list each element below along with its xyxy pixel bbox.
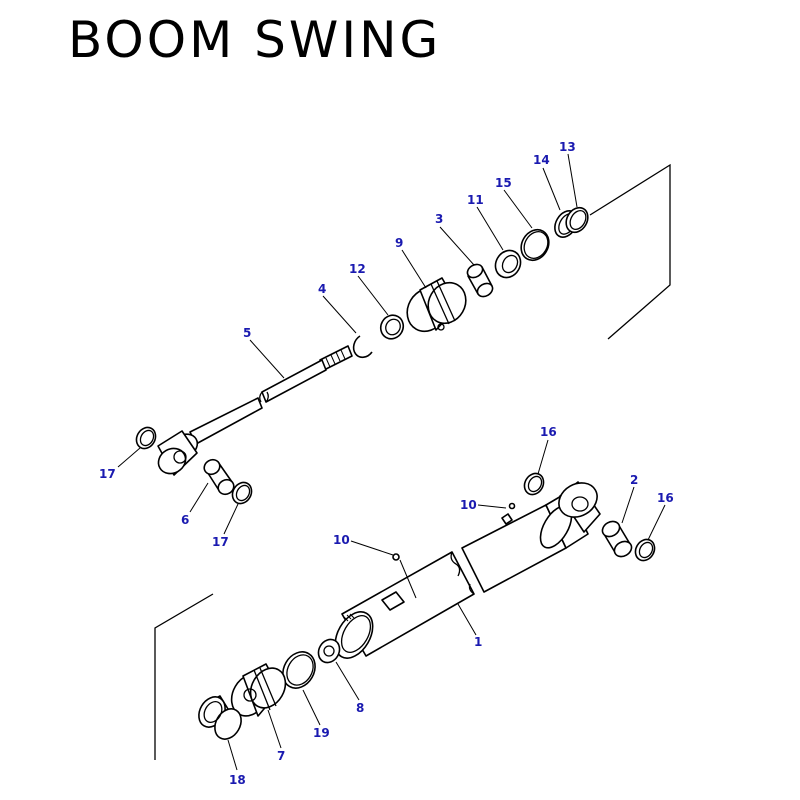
callouts: 13 14 15 11 3 9 12 4 5 16 10 10 2 16 17 … [99,140,674,787]
callout-1: 1 [474,635,482,649]
part-15-o-ring [520,228,550,262]
callout-2: 2 [630,473,638,487]
page-title: BOOM SWING [68,11,442,69]
part-2-bushing [601,520,633,558]
part-7-piston [230,663,287,717]
part-1-cylinder-tube [334,481,601,659]
callout-8: 8 [356,701,364,715]
part-8-nut [317,638,341,664]
callout-12: 12 [349,262,366,276]
part-18-cylinder-head [198,695,242,740]
part-6-bushing [203,458,235,496]
callout-13: 13 [559,140,576,154]
leader-lines [117,153,666,771]
part-13-ring [565,206,589,234]
piston-rod [157,345,353,476]
part-16-ring-top [523,472,545,496]
callout-6: 6 [181,513,189,527]
part-12-ring [379,314,405,340]
callout-5: 5 [243,326,251,340]
callout-7: 7 [277,749,285,763]
part-11-nut [494,249,522,279]
frame-lower [154,593,214,760]
part-16-ring-right [634,538,656,562]
part-10-grease-nipple-left [392,553,400,561]
part-19-ring [282,651,316,689]
callout-16-right: 16 [657,491,674,505]
callout-10-right: 10 [460,498,477,512]
callout-19: 19 [313,726,330,740]
callout-11: 11 [467,193,484,207]
callout-16-top: 16 [540,425,557,439]
frame-upper [589,163,671,340]
callout-10-left: 10 [333,533,350,547]
part-10-grease-nipple-right [508,502,516,510]
part-4-snap-ring [352,335,373,359]
callout-9: 9 [395,236,403,250]
part-3-bushing [466,263,494,298]
callout-3: 3 [435,212,443,226]
part-17-ring-right [231,481,253,505]
callout-18: 18 [229,773,246,787]
callout-15: 15 [495,176,512,190]
part-9-piston [406,277,467,333]
callout-14: 14 [533,153,550,167]
part-17-ring-left [135,426,157,450]
callout-17-left: 17 [99,467,116,481]
callout-4: 4 [318,282,326,296]
callout-17-bottom: 17 [212,535,229,549]
